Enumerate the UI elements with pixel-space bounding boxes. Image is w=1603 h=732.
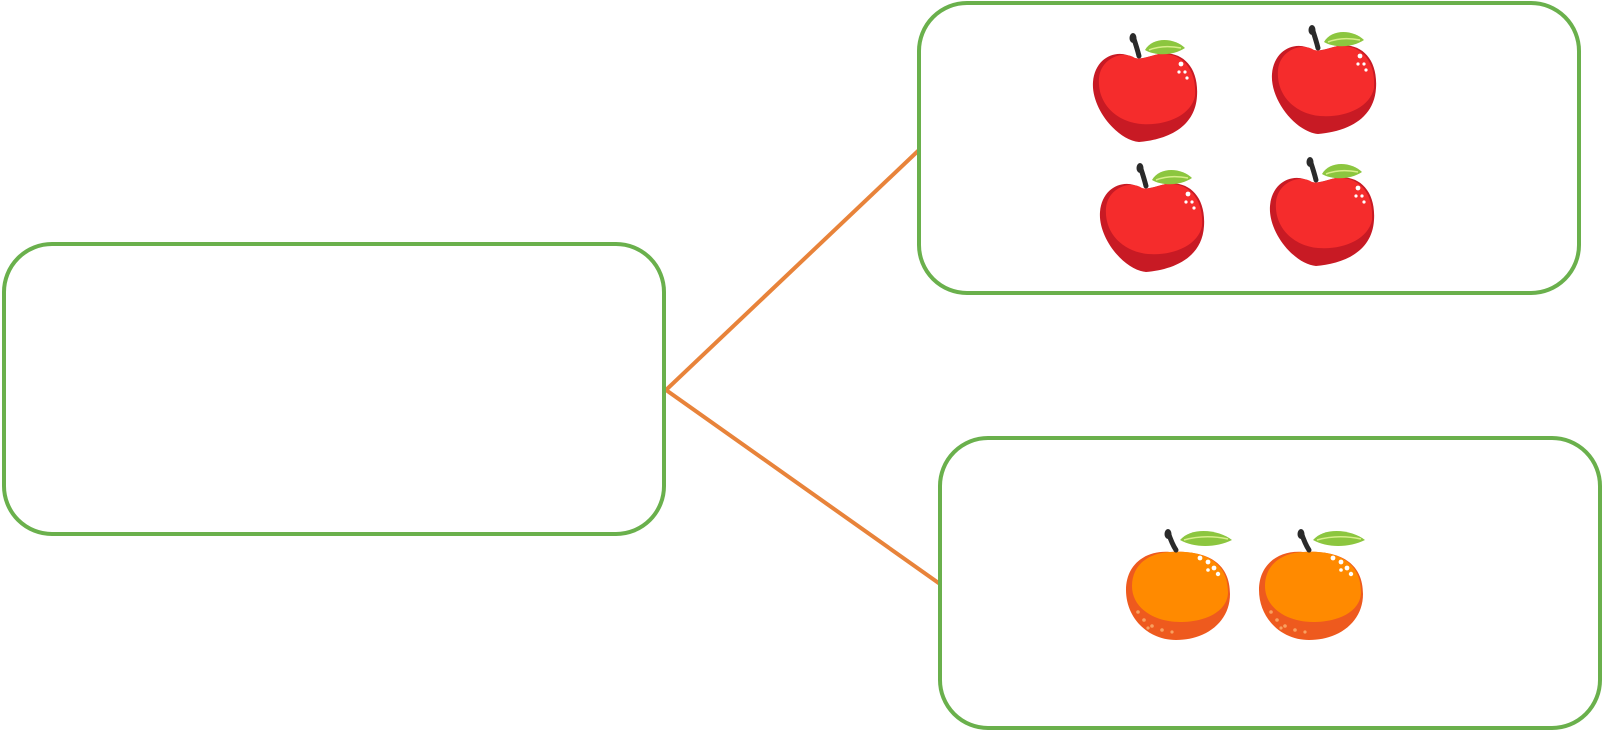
apples-box xyxy=(917,1,1581,295)
connector-to-apples xyxy=(664,148,921,392)
connector-to-oranges xyxy=(664,388,942,586)
root-box xyxy=(2,242,666,536)
